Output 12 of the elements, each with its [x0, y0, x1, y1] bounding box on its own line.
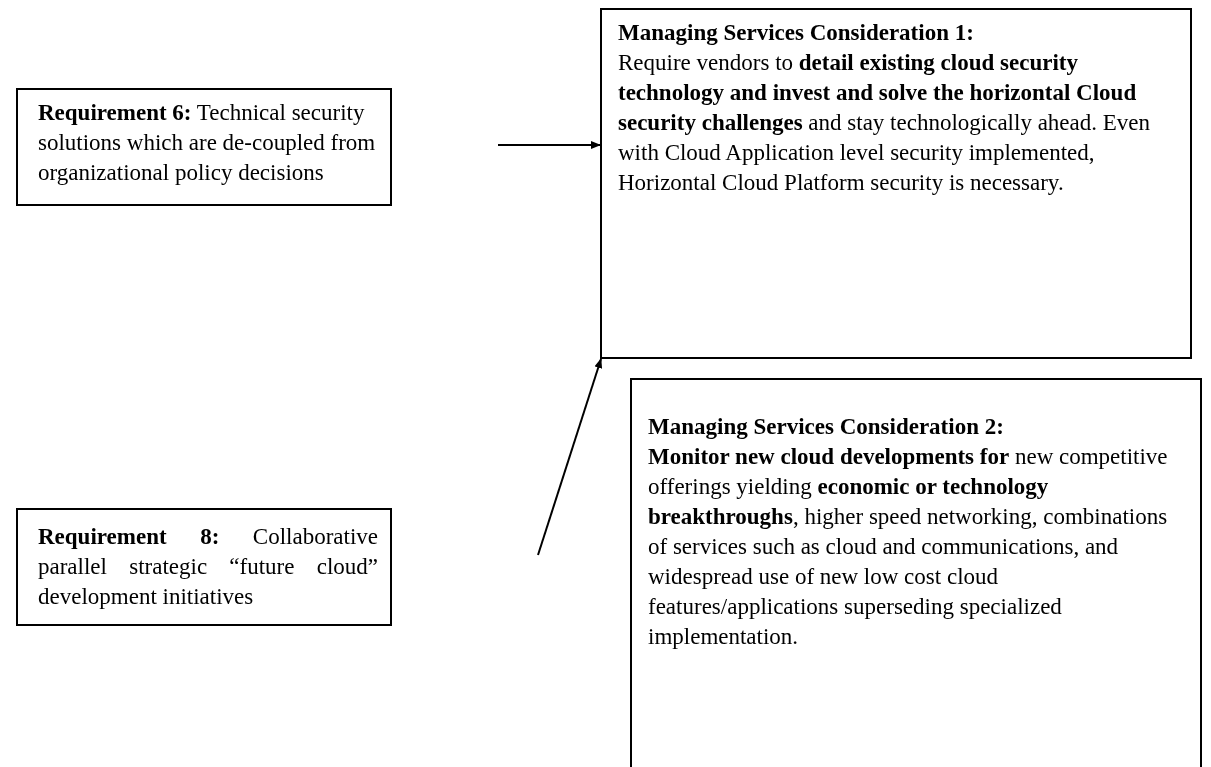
- arrow: [497, 141, 601, 149]
- box-heading: Managing Services Consideration 1:: [618, 19, 975, 47]
- box-text: Requirement 8: Collaborative parallel strategic “future cloud” development initiatives: [38, 523, 378, 611]
- box-text: Require vendors to detail existing cloud security technology and invest and solve the horizontal Cloud security challenges and stay technologically ahead. Even with Cloud Application level security implemented, Horizontal Cloud Platform security is necessary.: [618, 49, 1152, 197]
- text-box: [16, 88, 392, 206]
- text-box: [16, 508, 392, 626]
- text-box: [600, 8, 1192, 359]
- arrow: [537, 358, 603, 556]
- box-text: Requirement 6: Technical security solutions which are de-coupled from organizational policy decisions: [38, 99, 377, 187]
- text-box: [630, 378, 1202, 767]
- box-heading: Managing Services Consideration 2:: [648, 413, 1005, 441]
- box-text: Monitor new cloud developments for new competitive offerings yielding economic or technology breakthroughs, higher speed networking, combinations of services such as cloud and communications, and widespread use of new low cost cloud features/applications superseding specialized implementation.: [648, 443, 1169, 651]
